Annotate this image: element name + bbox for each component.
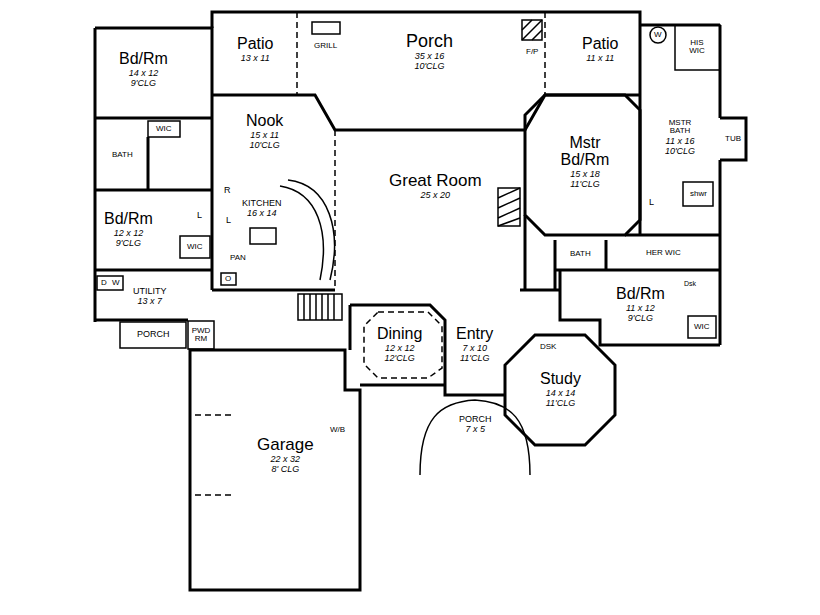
room-name: KITCHEN	[242, 199, 282, 208]
fixture-label: shwr	[690, 190, 707, 198]
room-dimension: 15 x 11	[246, 130, 283, 140]
room-dimension: 14 x 14	[540, 388, 581, 398]
room: MSTR BATH11 x 1610'CLG	[662, 119, 698, 156]
room: Patio11 x 11	[582, 36, 618, 63]
room-name: PWD RM	[189, 327, 213, 344]
room-dimension: 10'CLG	[662, 146, 698, 156]
fixture-label: F/P	[526, 48, 538, 56]
room-dimension: 10'CLG	[406, 61, 453, 71]
room-dimension: 13 x 11	[237, 53, 273, 63]
room-dimension: 11 x 12	[616, 303, 665, 313]
room-name: HER WIC	[646, 249, 681, 257]
room-name: Study	[540, 371, 581, 388]
fixture-label: L	[197, 211, 202, 220]
room: PORCH	[137, 330, 170, 339]
fixture-label: O	[225, 275, 231, 283]
room-dimension: 11 x 16	[662, 136, 698, 146]
room-name: MSTR BATH	[662, 119, 698, 136]
room-name: Entry	[456, 326, 493, 343]
fixture-label: TUB	[725, 135, 741, 143]
room-dimension: 12 x 12	[104, 228, 153, 238]
room-dimension: 8' CLG	[257, 464, 314, 474]
room: KITCHEN16 x 14	[242, 199, 282, 219]
room-dimension: 11 x 11	[582, 53, 618, 63]
room-dimension: 11'CLG	[456, 353, 493, 363]
room: Mstr Bd/Rm15 x 1811'CLG	[555, 135, 615, 189]
room: Bd/Rm12 x 129'CLG	[104, 211, 153, 248]
room-name: Nook	[246, 113, 283, 130]
room: Porch35 x 1610'CLG	[406, 32, 453, 72]
room-dimension: 9'CLG	[119, 78, 168, 88]
fixture-label: GRILL	[314, 42, 337, 50]
room: Bd/Rm14 x 129'CLG	[119, 51, 168, 88]
room: Entry7 x 1011'CLG	[456, 326, 493, 363]
fixture-label: PAN	[230, 254, 246, 262]
room-dimension: 11'CLG	[540, 398, 581, 408]
fixture-label: WIC	[156, 125, 172, 133]
room-dimension: 15 x 18	[555, 169, 615, 179]
room-name: HIS WIC	[685, 39, 709, 56]
fixture-label: W/B	[330, 426, 345, 434]
room: HIS WIC	[685, 39, 709, 56]
room-dimension: 35 x 16	[406, 51, 453, 61]
room-name: Great Room	[389, 172, 482, 190]
room-dimension: 9'CLG	[616, 313, 665, 323]
room-dimension: 12'CLG	[377, 353, 422, 363]
room-name: PORCH	[459, 415, 492, 424]
room: Study14 x 1411'CLG	[540, 371, 581, 408]
fixture-label: WIC	[694, 323, 710, 331]
room-name: BATH	[112, 151, 133, 159]
room-name: Garage	[257, 436, 314, 454]
room: Garage22 x 328' CLG	[257, 436, 314, 475]
fixture-label: L	[649, 198, 654, 207]
room: HER WIC	[646, 249, 681, 257]
room-dimension: 13 x 7	[133, 296, 167, 306]
room: Dining12 x 1212'CLG	[377, 326, 422, 363]
fixture-label: Dsk	[684, 280, 696, 287]
room-name: UTILITY	[133, 287, 167, 296]
room: UTILITY13 x 7	[133, 287, 167, 307]
room-dimension: 10'CLG	[246, 140, 283, 150]
room-dimension: 25 x 20	[389, 190, 482, 200]
fixture-label: R	[224, 186, 231, 195]
room-name: Bd/Rm	[616, 286, 665, 303]
room-name: Bd/Rm	[119, 51, 168, 68]
room: Bd/Rm11 x 129'CLG	[616, 286, 665, 323]
room-dimension: 7 x 5	[459, 424, 492, 434]
room-name: Dining	[377, 326, 422, 343]
room-dimension: 16 x 14	[242, 208, 282, 218]
room-dimension: 14 x 12	[119, 68, 168, 78]
room-name: Mstr Bd/Rm	[555, 135, 615, 169]
room: Nook15 x 1110'CLG	[246, 113, 283, 150]
room-name: Patio	[237, 36, 273, 53]
room-name: Patio	[582, 36, 618, 53]
room: PORCH7 x 5	[459, 415, 492, 435]
room-name: PORCH	[137, 330, 170, 339]
room-dimension: 12 x 12	[377, 343, 422, 353]
room-name: Bd/Rm	[104, 211, 153, 228]
room: Great Room25 x 20	[389, 172, 482, 200]
room: BATH	[112, 151, 133, 159]
fixture-label: DSK	[540, 343, 556, 351]
fixture-label: W	[654, 31, 662, 39]
room: PWD RM	[189, 327, 213, 344]
room-dimension: 22 x 32	[257, 454, 314, 464]
room: Patio13 x 11	[237, 36, 273, 63]
fixture-label: L	[226, 216, 231, 225]
room-dimension: 7 x 10	[456, 343, 493, 353]
fixture-label: BATH	[570, 250, 591, 258]
fixture-label: W	[112, 279, 120, 287]
room-dimension: 11'CLG	[555, 179, 615, 189]
fixture-label: WIC	[187, 243, 203, 251]
room-name: Porch	[406, 32, 453, 51]
fixture-label: D	[101, 279, 107, 287]
room-dimension: 9'CLG	[104, 238, 153, 248]
